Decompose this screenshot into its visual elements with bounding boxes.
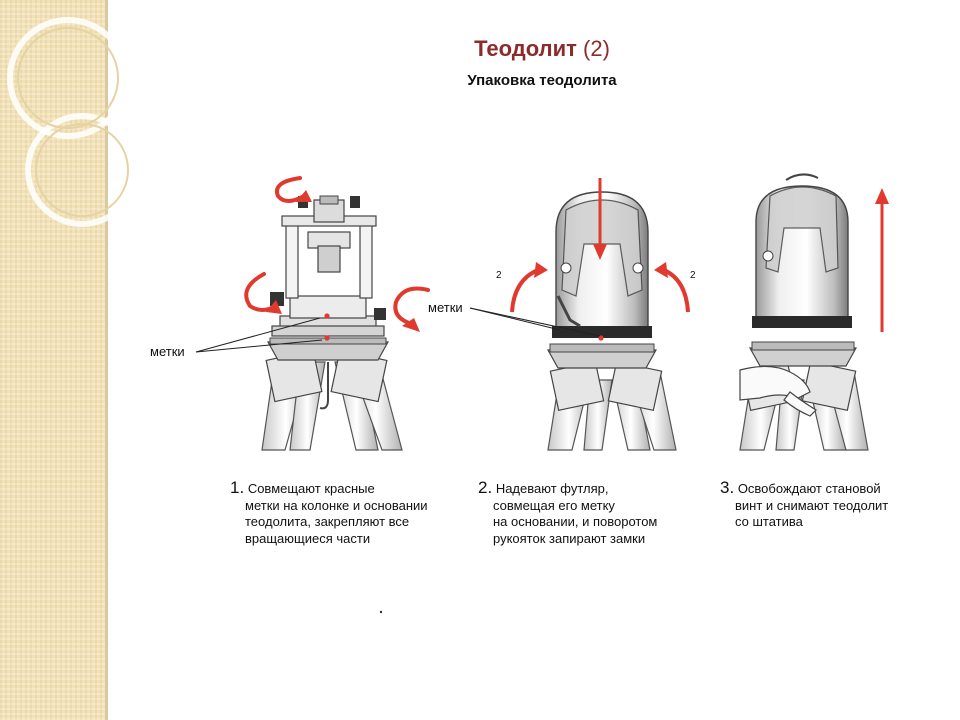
removal-drawing [739, 173, 889, 451]
label-metki-mid: метки [428, 300, 463, 315]
step-line: совмещая его метку [493, 497, 615, 513]
step-line: на основании, и поворотом [493, 514, 658, 529]
step-number: 1. [230, 478, 245, 497]
step-line: Освобождают становой [737, 481, 881, 496]
label-rotation-right: 2 [690, 270, 696, 281]
theodolite-drawing [244, 176, 430, 451]
step-line: со штатива [735, 514, 803, 529]
leader-lines [195, 307, 601, 353]
step-number: 2. [478, 478, 493, 497]
slide-subtitle: Упаковка теодолита [467, 72, 617, 89]
step-line: теодолита, закрепляют все [245, 514, 410, 529]
case-fitting-drawing [510, 178, 690, 451]
step-line: рукояток запирают замки [493, 530, 646, 546]
step-number: 3. [720, 478, 735, 497]
step-line: Совмещают красные [247, 481, 375, 496]
step-2-caption: 2. Надевают футляр, совмещая его метку н… [478, 478, 658, 547]
step-1-caption: 1. Совмещают красные метки на колонке и … [230, 478, 428, 547]
step-line: винт и снимают теодолит [735, 497, 889, 513]
label-rotation-left: 2 [496, 270, 502, 281]
title-suffix: (2) [576, 36, 610, 61]
step-line: метки на колонке и основании [245, 497, 428, 513]
title-main: Теодолит [474, 36, 577, 61]
slide-title: Теодолит (2) [0, 36, 960, 62]
step-line: Надевают футляр, [495, 481, 609, 496]
step-line: вращающиеся части [245, 530, 371, 546]
sidebar-divider [105, 0, 108, 720]
decorative-sidebar [0, 0, 105, 720]
step-3-caption: 3. Освобождают становой винт и снимают т… [720, 478, 889, 531]
label-metki-left: метки [150, 344, 185, 359]
